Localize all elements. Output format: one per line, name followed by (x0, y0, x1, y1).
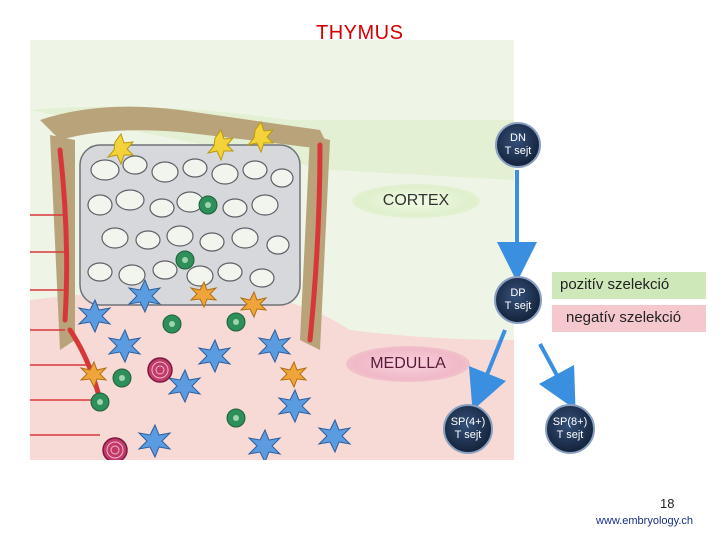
sp4-label: SP(4+) (450, 416, 486, 428)
sp8-t-cell: SP(8+) T sejt (545, 404, 595, 454)
medulla-label: MEDULLA (346, 346, 470, 382)
dp-t-cell: DP T sejt (494, 276, 542, 324)
dn-label: DN (510, 132, 526, 144)
dn-sublabel: T sejt (504, 145, 532, 157)
dn-t-cell: DN T sejt (495, 122, 541, 168)
sp4-t-cell: SP(4+) T sejt (443, 404, 493, 454)
sp8-sublabel: T sejt (556, 429, 584, 441)
thymus-illustration (30, 40, 514, 460)
page-number: 18 (660, 496, 675, 511)
sp8-label: SP(8+) (552, 416, 588, 428)
website-link[interactable]: www.embryology.ch (596, 515, 693, 527)
cortex-label: CORTEX (352, 184, 480, 218)
negative-selection-label: negatív szelekció (552, 305, 706, 332)
arrow-dp-to-sp8 (538, 343, 576, 410)
sp4-sublabel: T sejt (454, 429, 482, 441)
page-title: THYMUS (316, 22, 404, 44)
dp-label: DP (510, 287, 526, 299)
dp-sublabel: T sejt (504, 300, 532, 312)
positive-selection-label: pozitív szelekció (552, 272, 706, 299)
